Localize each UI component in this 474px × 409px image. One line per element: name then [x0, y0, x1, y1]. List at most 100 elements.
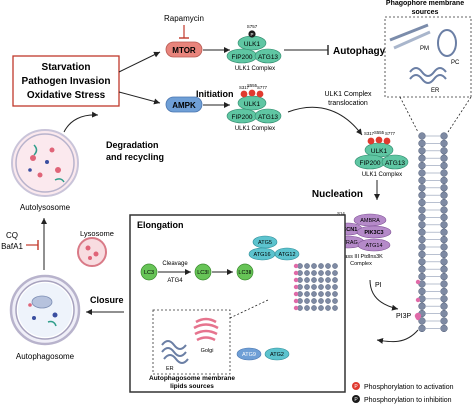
lipid-head: [440, 243, 448, 251]
elong-lipid-head: [311, 277, 317, 283]
fip200-label: FIP200: [232, 54, 253, 61]
atg5-label: ATG5: [258, 240, 272, 246]
lipid-sources-caption-1: Autophagosome membrane: [149, 375, 235, 382]
pi3k-caption-2: Complex: [350, 261, 372, 267]
degradation-arrow: [63, 111, 99, 133]
phagophore-sources-box: Phagophore membrane sources PM PC ER: [384, 0, 472, 98]
lipid-head: [418, 154, 426, 162]
lipid-head: [418, 206, 426, 214]
elong-lipid-head: [332, 298, 338, 304]
lipid-head: [440, 206, 448, 214]
ulk1-label-2: ULK1: [244, 101, 261, 108]
lipid-head: [440, 317, 448, 325]
lipid-head: [440, 295, 448, 303]
autolysosome: [11, 129, 79, 197]
lipid-head: [440, 198, 448, 207]
atg12-node: [274, 247, 300, 261]
pi3p-marker: [415, 279, 421, 285]
lipid-head: [440, 280, 448, 288]
lc3i-label: LC3I: [197, 270, 209, 276]
legend-activation-icon: [352, 382, 360, 390]
elong-lipid-head: [318, 291, 324, 297]
elong-lipid-head: [325, 284, 331, 290]
elongating-membrane: [293, 263, 338, 311]
pi3k-complex: AMBRA BECN1 PIK3C3 UVRAG ATG14 S14 Class…: [331, 211, 392, 267]
to-elongation-arrow: [376, 329, 419, 344]
legend-inhibition-icon: [352, 395, 360, 403]
lipid-head: [418, 213, 426, 222]
lipid-head: [418, 198, 426, 207]
elong-lipid-head: [325, 298, 331, 304]
initiation-label: Initiation: [196, 89, 234, 99]
lipid-head: [418, 235, 426, 244]
rapamycin-label: Rapamycin: [164, 14, 204, 23]
pi-to-pi3p-arrow: [369, 279, 399, 311]
atg2-node: [264, 347, 290, 361]
lipid-head: [440, 287, 448, 296]
elong-pi3p-marker: [293, 277, 299, 283]
atg14-label: ATG14: [365, 243, 382, 249]
elong-lipid-head: [332, 270, 338, 276]
elong-lipid-head: [332, 305, 338, 311]
elong-lipid-head: [304, 277, 310, 283]
atg13-label-3: ATG13: [385, 160, 405, 167]
lipid-head: [440, 154, 448, 162]
elong-lipid-head: [318, 270, 324, 276]
lipid-head: [418, 272, 426, 281]
stress-pathogen: Pathogen Invasion: [22, 76, 111, 87]
lipid-head: [440, 258, 448, 266]
s757-label: S757: [247, 24, 258, 29]
elong-lipid-head: [304, 291, 310, 297]
atg13-label: ATG13: [258, 54, 278, 61]
er-lipid-icon: [161, 340, 189, 364]
site-s555: S555: [247, 83, 258, 88]
elongation-box: Elongation LC3 Cleavage ATG4 LC3I LC3II …: [129, 214, 346, 393]
lipid-head: [440, 169, 448, 177]
elong-lipid-head: [325, 270, 331, 276]
lipid-head: [418, 161, 426, 170]
site-s555-b: S555: [374, 130, 385, 135]
lipid-head: [440, 309, 448, 318]
lipid-head: [440, 191, 448, 199]
sources-zoom-line-right: [447, 96, 472, 133]
lc3i-node: [194, 263, 212, 281]
lipid-head: [418, 139, 426, 148]
stress-box: Starvation Pathogen Invasion Oxidative S…: [12, 55, 120, 107]
er-source-label: ER: [431, 88, 440, 94]
lipid-head: [418, 228, 426, 236]
elong-pi3p-marker: [293, 305, 299, 311]
lc3ii-node: [236, 263, 254, 281]
lipid-head: [440, 221, 448, 229]
lipid-head: [418, 147, 426, 155]
atg12-label: ATG12: [278, 252, 295, 258]
ambra-label: AMBRA: [360, 218, 380, 224]
golgi-label: Golgi: [201, 348, 214, 354]
lipid-head: [440, 184, 448, 192]
elong-lipid-head: [311, 305, 317, 311]
translocation-line1: ULK1 Complex: [324, 91, 372, 98]
elong-lipid-head: [325, 263, 331, 269]
elong-lipid-head: [304, 284, 310, 290]
lipid-head: [440, 147, 448, 155]
autophagosome-label: Autophagosome: [16, 352, 75, 361]
atg2-label: ATG2: [270, 352, 284, 358]
svg-text:P: P: [354, 397, 358, 403]
lipid-head: [440, 161, 448, 170]
ulk1-label-3: ULK1: [371, 148, 388, 155]
cq-label: CQ: [6, 231, 18, 240]
elong-pi3p-marker: [293, 291, 299, 297]
fip200-label-2: FIP200: [232, 114, 253, 121]
stress-starvation: Starvation: [42, 62, 91, 73]
atg9-node: [236, 347, 262, 361]
er-lipid-label: ER: [166, 366, 174, 372]
mtor-node: [165, 41, 203, 58]
elong-lipid-head: [304, 305, 310, 311]
ulk-complex-active: ULK1 FIP200 ATG13 S317 S555 S777 ULK1 Co…: [226, 83, 282, 132]
lipid-head: [418, 258, 426, 266]
sources-title-1: Phagophore membrane: [386, 0, 464, 7]
legend-activation-label: Phosphorylation to activation: [364, 384, 454, 391]
lipid-head: [418, 243, 426, 251]
ulk-caption-active: ULK1 Complex: [235, 126, 275, 132]
er-icon: [409, 67, 447, 77]
elong-lipid-head: [332, 284, 338, 290]
